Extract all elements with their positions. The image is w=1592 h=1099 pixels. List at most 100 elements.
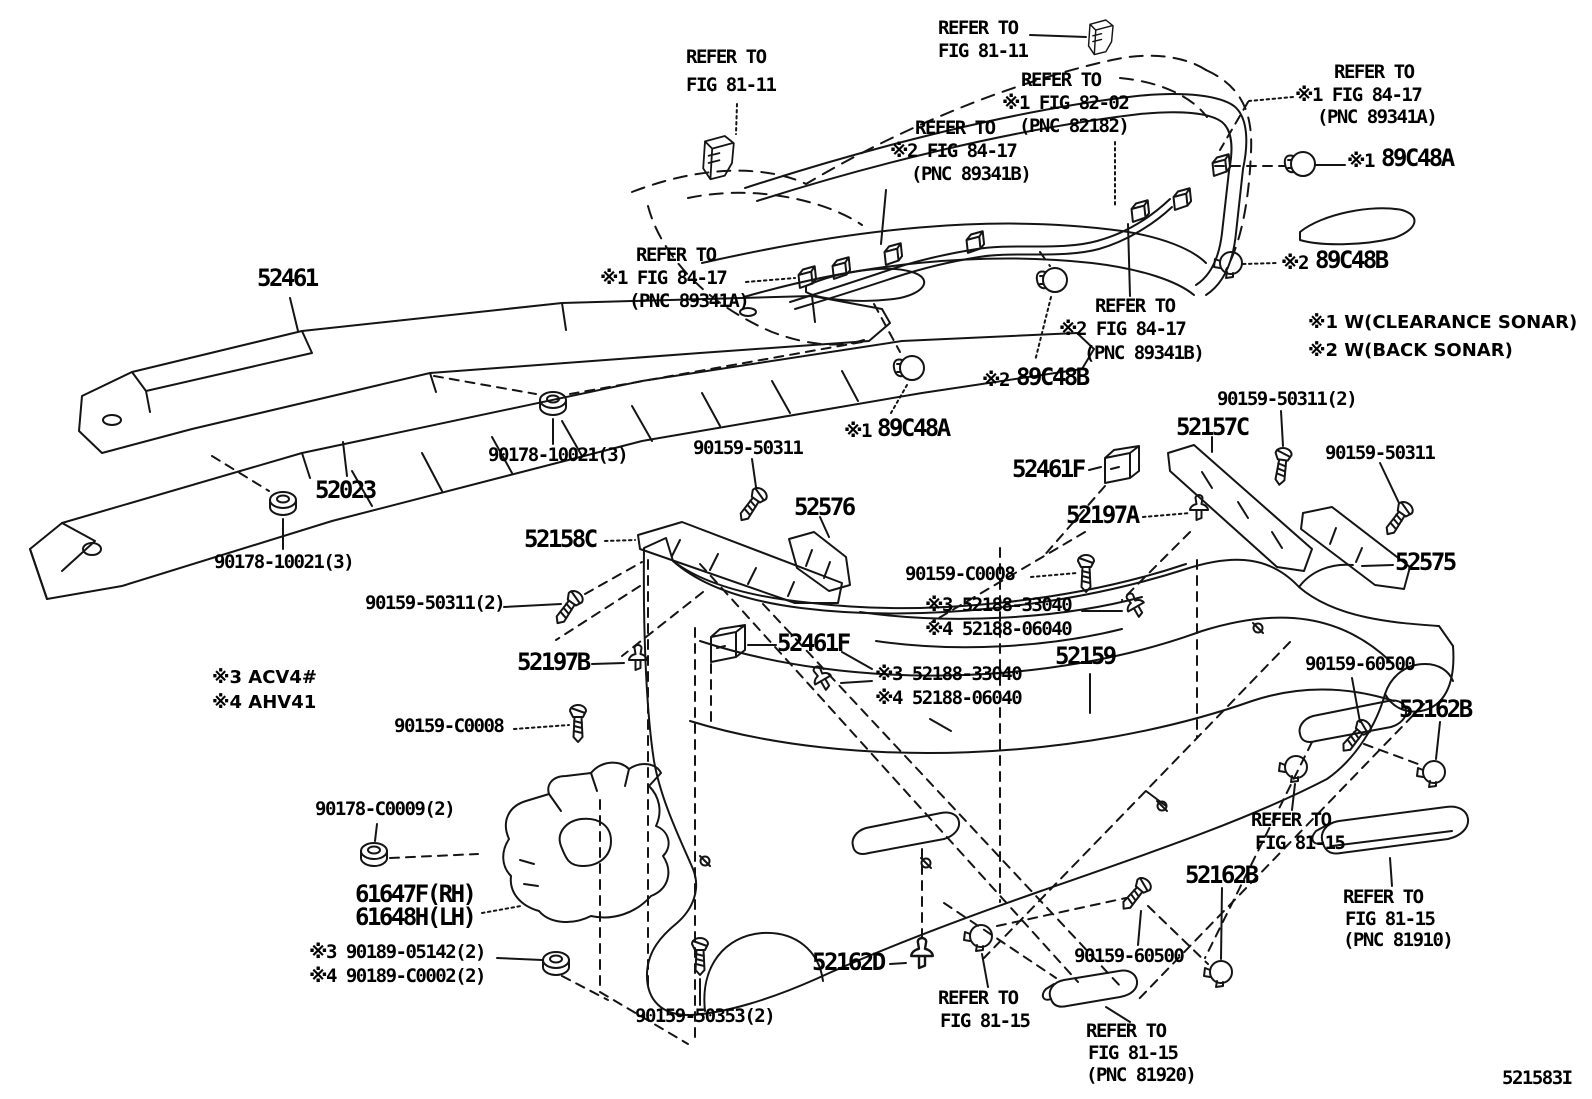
note-model-acv: ※3 ACV4#: [212, 667, 317, 688]
part-52575-support: [1300, 506, 1411, 590]
fastener-label-90159-50353: 90159-50353(2): [635, 1005, 776, 1027]
ref-fig84-17-right-line2: ※1 FIG 84-17: [1295, 84, 1423, 106]
part-label-89c48a-mid: 89C48A: [877, 414, 951, 442]
ref-fig84-17-mid-line1: REFER TO: [1095, 295, 1176, 317]
car-body-outline: [631, 54, 1253, 346]
clip-icon: [1189, 494, 1209, 521]
sonar-sensor-icon: [796, 265, 818, 289]
sonar-retainer-icon: [1283, 151, 1316, 177]
sonar-sensor-icon: [1171, 187, 1193, 211]
fastener-label-52188-06040-right: ※4 52188-06040: [925, 618, 1073, 640]
ref-fig81-15-bottom-line1: REFER TO: [938, 987, 1019, 1009]
sonar-89c48b-right-prefix: ※2: [1281, 252, 1309, 274]
ref-fig81-11-left-line2: FIG 81-11: [686, 74, 777, 96]
ref-fig84-17-left-line3: (PNC 89341A): [629, 290, 750, 312]
part-label-61648h: 61648H(LH): [355, 903, 477, 931]
ref-fig84-17-left-line1: REFER TO: [636, 244, 717, 266]
ref-fig84-17-top-line2: ※2 FIG 84-17: [890, 140, 1018, 162]
fastener-label-90159-50311x2-right: 90159-50311(2): [1217, 388, 1358, 410]
ref-fig81-11-top-line1: REFER TO: [938, 17, 1019, 39]
part-52023-reinforcement: [29, 332, 1095, 600]
clip-icon: [1119, 588, 1150, 622]
part-label-52461: 52461: [257, 264, 319, 292]
diagram-code: 521583I: [1502, 1067, 1573, 1089]
sonar-retainer-icon: [892, 355, 925, 381]
ref-fig84-17-left-line2: ※1 FIG 84-17: [600, 267, 728, 289]
fastener-label-90178-10021-right: 90178-10021(3): [488, 444, 629, 466]
nut-icon: [542, 951, 570, 976]
grommet-icon: [1416, 760, 1446, 788]
screw-icon: [549, 587, 587, 629]
part-label-52157c: 52157C: [1176, 413, 1250, 441]
fastener-label-90189-c0002: ※4 90189-C0002(2): [309, 965, 487, 987]
part-label-52197a: 52197A: [1066, 501, 1140, 529]
part-52461-absorber: [78, 295, 891, 454]
screw-icon: [1270, 445, 1294, 487]
sonar-89c48a-right-prefix: ※1: [1347, 150, 1375, 172]
ref-pnc81910-line1: REFER TO: [1343, 886, 1424, 908]
fastener-label-90159-60500-right: 90159-60500: [1305, 653, 1416, 675]
leader-lines: [282, 34, 1441, 1023]
screw-icon: [1116, 874, 1155, 915]
part-label-52023: 52023: [315, 476, 377, 504]
fastener-label-90159-c0008-left: 90159-C0008: [394, 715, 505, 737]
pad-52461f-icon: [1104, 445, 1140, 484]
ref-fig82-02-line3: (PNC 82182): [1019, 115, 1130, 137]
fastener-label-52188-33040-right: ※3 52188-33040: [925, 594, 1073, 616]
ref-fig84-17-mid-line3: (PNC 89341B): [1084, 342, 1205, 364]
harness-connector-icon: [1087, 19, 1114, 56]
part-label-52576: 52576: [794, 493, 856, 521]
grommet-icon: [963, 924, 993, 952]
screw-icon: [733, 484, 771, 526]
part-label-61647f: 61647F(RH): [355, 880, 477, 908]
part-label-52461f-right: 52461F: [1012, 455, 1086, 483]
ref-pnc81920-line2: FIG 81-15: [1088, 1042, 1179, 1064]
nut-icon: [269, 491, 297, 516]
fastener-label-90159-50311x2-left: 90159-50311(2): [365, 592, 506, 614]
part-label-52159: 52159: [1055, 642, 1117, 670]
fastener-label-90178-10021-left: 90178-10021(3): [214, 551, 355, 573]
screw-icon: [569, 704, 587, 743]
ref-pnc81920-line1: REFER TO: [1086, 1020, 1167, 1042]
ref-fig81-11-left-line1: REFER TO: [686, 46, 767, 68]
pad-52461f-icon: [710, 624, 746, 663]
ref-fig81-15-bottom-line2: FIG 81-15: [940, 1010, 1031, 1032]
ref-fig84-17-right-line1: REFER TO: [1334, 61, 1415, 83]
screw-icon: [1077, 554, 1095, 593]
fastener-label-90159-c0008-right: 90159-C0008: [905, 563, 1016, 585]
fastener-label-90159-60500-bottom: 90159-60500: [1074, 945, 1185, 967]
part-label-52158c: 52158C: [524, 525, 598, 553]
sonar-sensor-icon: [882, 242, 904, 266]
part-label-52162b-bottom: 52162B: [1185, 861, 1259, 889]
fastener-label-90159-50311-b: 90159-50311: [1325, 442, 1436, 464]
dotted-leaders: [481, 96, 1294, 914]
part-52157c-support: [1167, 444, 1313, 572]
ref-fig81-15-right-line2: FIG 81-15: [1255, 832, 1346, 854]
ref-fig84-17-top-line1: REFER TO: [915, 117, 996, 139]
part-label-52162d: 52162D: [812, 948, 886, 976]
part-reflector-right: [1311, 805, 1470, 855]
part-reflector-bottom: [1041, 969, 1139, 1008]
construction-lines: [211, 101, 1425, 1045]
note-clearance-sonar: ※1 W(CLEARANCE SONAR): [1308, 312, 1578, 333]
nut-icon: [539, 391, 567, 416]
screw-icon: [1379, 498, 1417, 540]
ref-pnc81920-line3: (PNC 81920): [1086, 1064, 1197, 1086]
note-back-sonar: ※2 W(BACK SONAR): [1308, 340, 1513, 361]
ref-fig84-17-mid-line2: ※2 FIG 84-17: [1059, 318, 1187, 340]
part-label-89c48b-mid: 89C48B: [1016, 363, 1090, 391]
fastener-label-52188-33040-left: ※3 52188-33040: [875, 663, 1023, 685]
part-61647-bracket: [502, 761, 670, 923]
fastener-label-52188-06040-left: ※4 52188-06040: [875, 687, 1023, 709]
ref-fig81-11-top-line2: FIG 81-11: [938, 40, 1029, 62]
part-52159-bumper-cover: [642, 537, 1455, 1017]
ref-pnc81910-line3: (PNC 81910): [1343, 929, 1454, 951]
ref-fig81-15-right-line1: REFER TO: [1251, 809, 1332, 831]
part-label-89c48b-right: 89C48B: [1315, 246, 1389, 274]
part-label-52461f-left: 52461F: [777, 629, 851, 657]
ref-fig84-17-right-line3: (PNC 89341A): [1317, 106, 1438, 128]
ref-fig82-02-line1: REFER TO: [1021, 69, 1102, 91]
fastener-label-90159-50311-a: 90159-50311: [693, 437, 804, 459]
sonar-89c48a-mid-prefix: ※1: [844, 420, 872, 442]
